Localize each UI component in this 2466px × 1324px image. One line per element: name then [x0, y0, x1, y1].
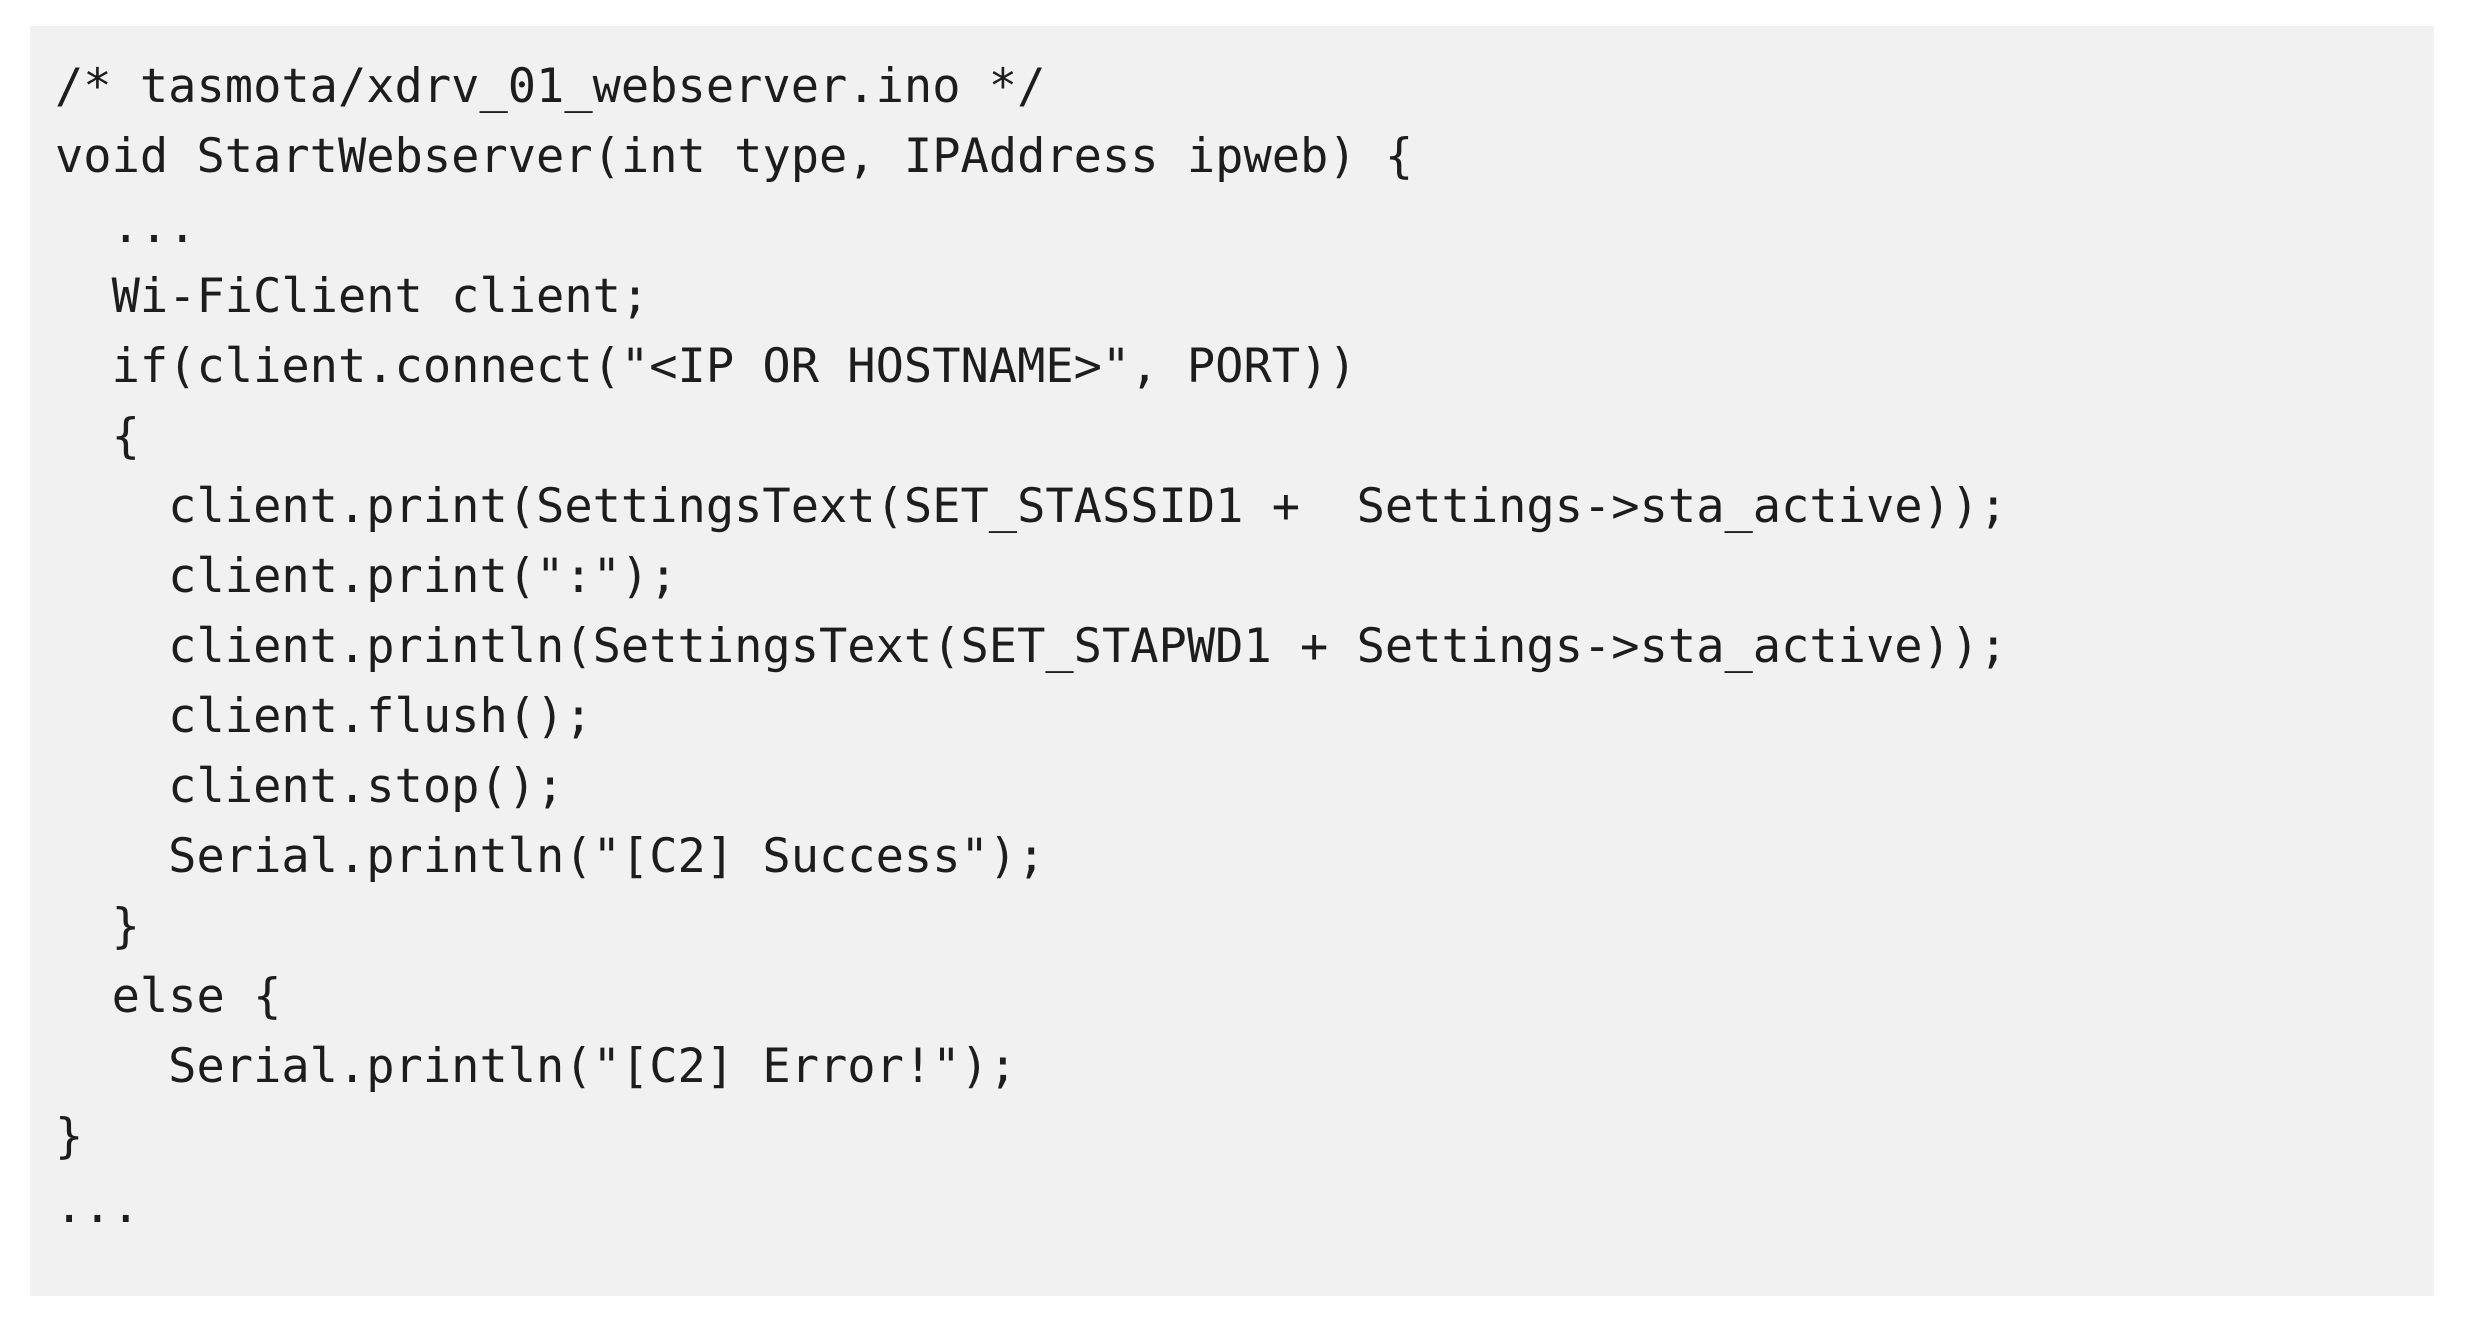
- code-line: client.print(SettingsText(SET_STASSID1 +…: [55, 479, 2008, 534]
- code-listing: /* tasmota/xdrv_01_webserver.ino */ void …: [55, 52, 2434, 1242]
- code-line: Serial.println("[C2] Success");: [55, 829, 1046, 884]
- code-line: if(client.connect("<IP OR HOSTNAME>", PO…: [55, 339, 1357, 394]
- code-line: ...: [55, 199, 197, 254]
- code-line: else {: [55, 969, 282, 1024]
- code-line: ...: [55, 1179, 140, 1234]
- code-line: void StartWebserver(int type, IPAddress …: [55, 129, 1414, 184]
- code-line: client.print(":");: [55, 549, 678, 604]
- code-line: Serial.println("[C2] Error!");: [55, 1039, 1018, 1094]
- code-block: /* tasmota/xdrv_01_webserver.ino */ void …: [30, 26, 2434, 1296]
- code-line: Wi-FiClient client;: [55, 269, 650, 324]
- code-line: client.flush();: [55, 689, 593, 744]
- code-line: /* tasmota/xdrv_01_webserver.ino */: [55, 59, 1046, 114]
- code-line: }: [55, 899, 140, 954]
- code-line: client.stop();: [55, 759, 565, 814]
- code-line: }: [55, 1109, 84, 1164]
- code-line: {: [55, 409, 140, 464]
- code-line: client.println(SettingsText(SET_STAPWD1 …: [55, 619, 2008, 674]
